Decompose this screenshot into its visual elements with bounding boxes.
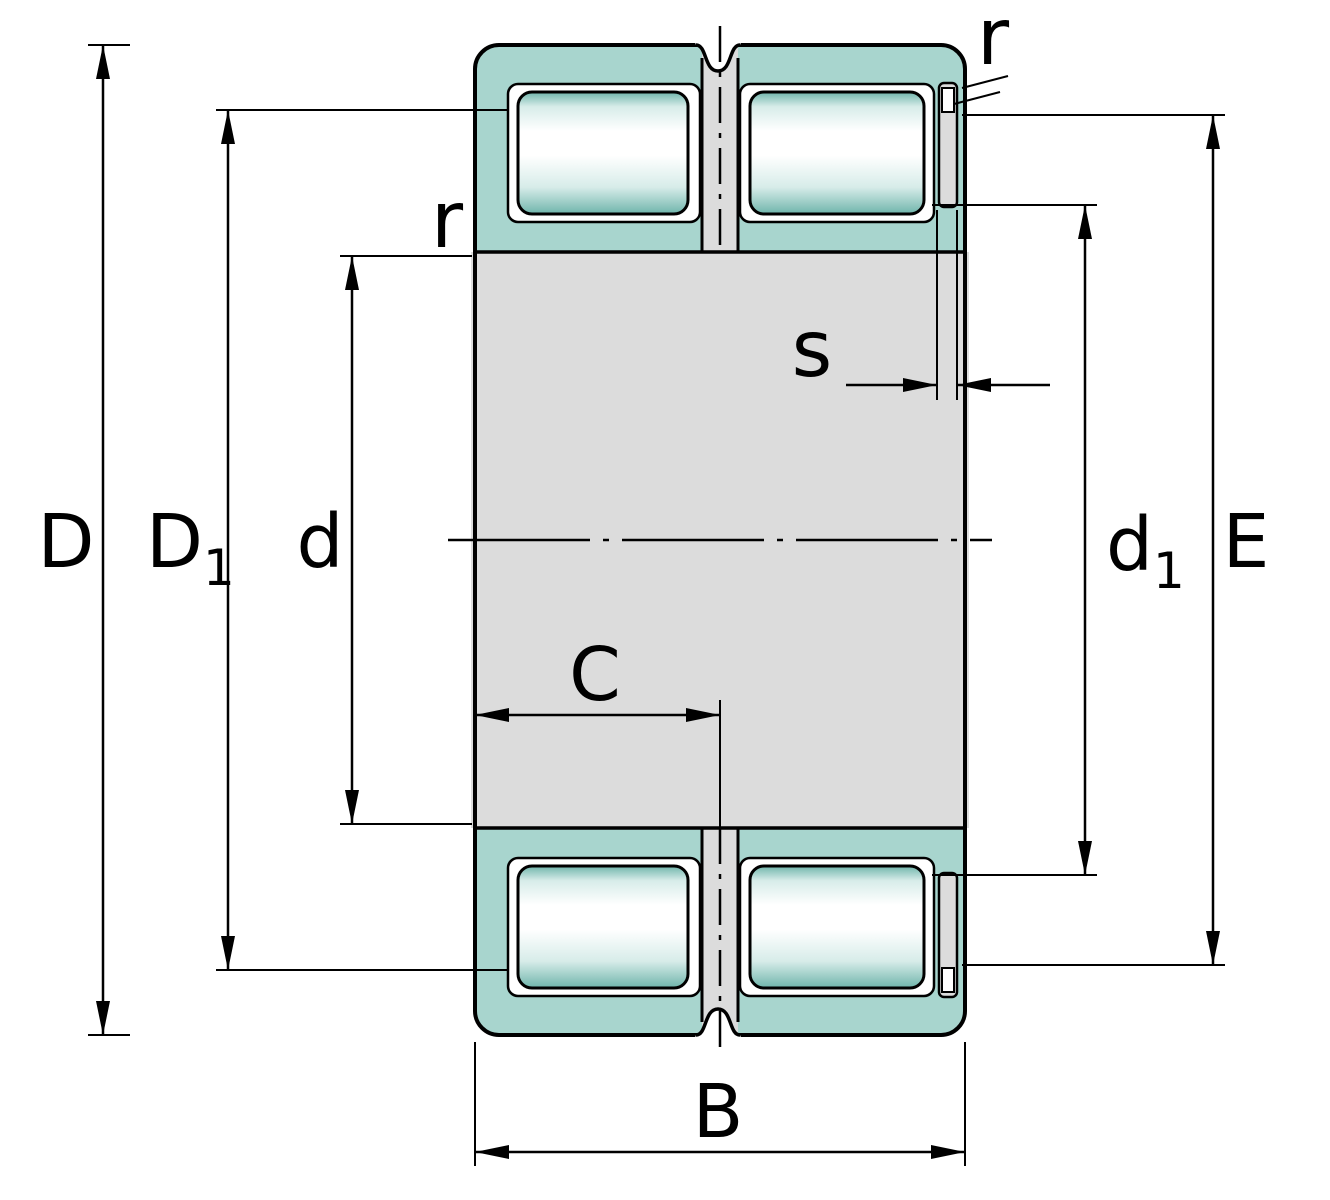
label-radius-r-bore: r <box>431 176 464 266</box>
arrowhead <box>686 708 720 722</box>
dimension-s <box>846 378 1050 392</box>
arrowhead <box>221 110 235 144</box>
dimension-C <box>475 708 720 722</box>
label-C: C <box>569 632 621 718</box>
arrowhead <box>1206 115 1220 149</box>
snap-ring-bottom <box>937 871 959 999</box>
dimension-d1 <box>1078 205 1092 875</box>
label-groove-width-s: s <box>792 305 833 395</box>
roller-top-left <box>516 90 690 216</box>
label-outer-diameter-D: D <box>38 499 95 585</box>
dimension-d <box>345 256 359 824</box>
bottom-notch-outline <box>695 1007 741 1037</box>
label-bore-d: d <box>297 499 344 585</box>
arrowhead <box>475 1145 509 1159</box>
leader-line-r-outer-1 <box>961 75 1009 89</box>
arrowhead <box>221 936 235 970</box>
roller-bottom-right <box>748 864 926 990</box>
arrowhead <box>345 790 359 824</box>
label-d1-main: d <box>1106 502 1153 588</box>
dimension-B <box>475 1145 965 1159</box>
label-radius-r-outer: r <box>977 0 1010 83</box>
arrowhead <box>957 378 991 392</box>
arrowhead <box>345 256 359 290</box>
snap-ring-groove-top <box>937 81 959 209</box>
arrowhead <box>1078 205 1092 239</box>
snap-ring-top <box>937 81 959 209</box>
arrowhead <box>931 1145 965 1159</box>
arrowhead <box>1206 931 1220 965</box>
snap-ring-tab-bottom <box>941 967 955 993</box>
roller-top-right <box>748 90 926 216</box>
label-E: E <box>1223 499 1270 585</box>
label-D1-subscript: 1 <box>203 539 235 597</box>
leader-line-r-outer-2 <box>953 91 1001 105</box>
arrowhead <box>96 1001 110 1035</box>
snap-ring-tab-top <box>941 87 955 113</box>
arrowhead <box>903 378 937 392</box>
bottom-notch-fill <box>694 1009 742 1040</box>
roller-bottom-left <box>516 864 690 990</box>
top-notch-outline <box>695 43 741 73</box>
top-notch-fill <box>694 40 742 71</box>
arrowhead <box>475 708 509 722</box>
label-d1-subscript: 1 <box>1153 542 1185 600</box>
label-d1: d1 <box>1106 502 1185 600</box>
label-width-B: B <box>693 1069 744 1155</box>
label-D1-main: D <box>146 499 203 585</box>
label-D1: D1 <box>146 499 235 597</box>
arrowhead <box>1078 841 1092 875</box>
snap-ring-groove-bottom <box>937 871 959 999</box>
arrowhead <box>96 45 110 79</box>
dimension-E <box>1206 115 1220 965</box>
dimension-D1 <box>221 110 235 970</box>
dimension-D <box>96 45 110 1035</box>
